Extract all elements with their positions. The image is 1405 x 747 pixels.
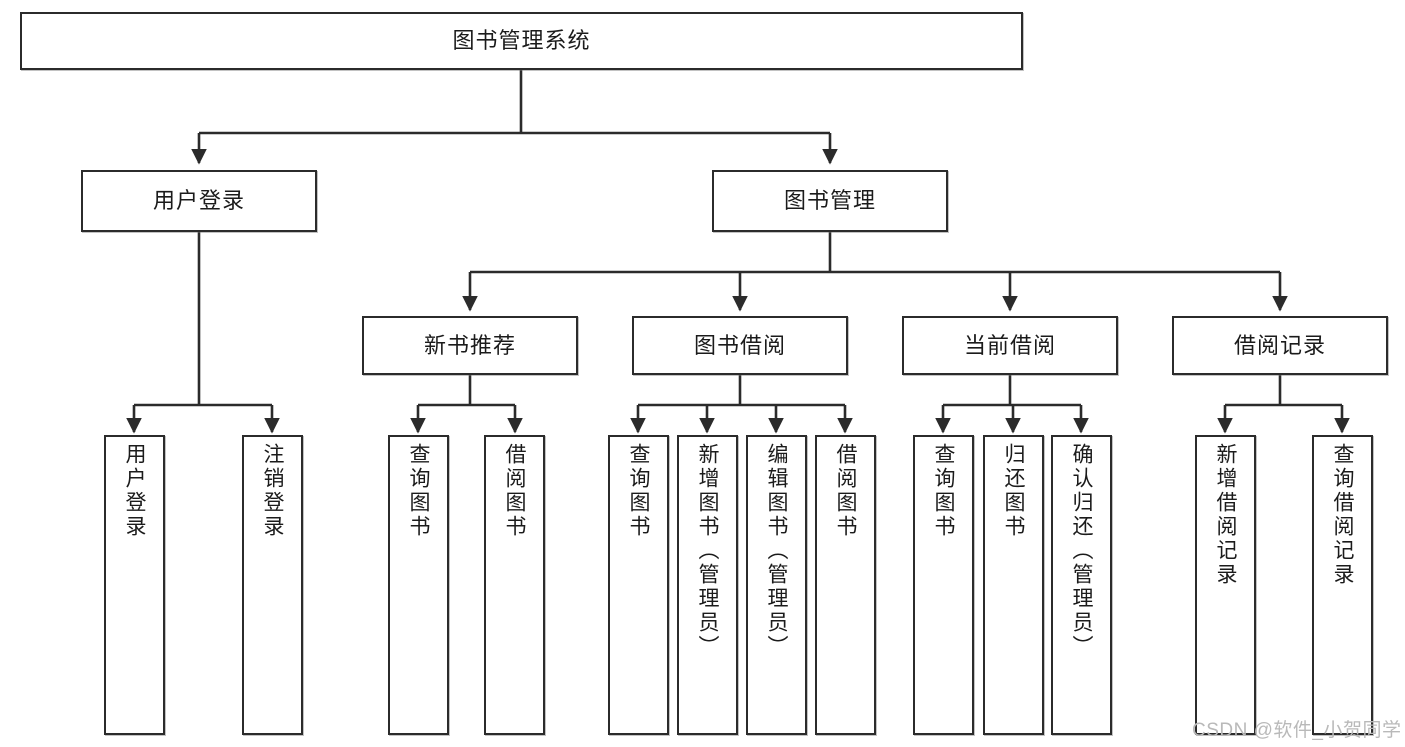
node-label: 查询图书 — [627, 443, 650, 539]
node-label: 当前借阅 — [963, 332, 1056, 358]
node-label: 查询借阅记录 — [1331, 443, 1354, 587]
node-label: 查询图书 — [932, 443, 955, 539]
leaf-book-borrow-edit-book-admin[interactable]: 编辑图书（管理员） — [746, 435, 807, 735]
node-label: 新增图书（管理员） — [696, 443, 719, 659]
leaf-user-login-login[interactable]: 用户登录 — [104, 435, 165, 735]
leaf-current-borrow-return-book[interactable]: 归还图书 — [983, 435, 1044, 735]
node-label: 图书管理 — [783, 188, 876, 214]
node-book-management[interactable]: 图书管理 — [712, 170, 948, 232]
csdn-watermark: CSDN @软件_小贺同学 — [1192, 720, 1402, 741]
leaf-current-borrow-confirm-return-admin[interactable]: 确认归还（管理员） — [1051, 435, 1112, 735]
node-book-borrow[interactable]: 图书借阅 — [632, 316, 848, 375]
node-label: 注销登录 — [261, 443, 284, 539]
node-label: 图书管理系统 — [452, 28, 591, 54]
leaf-new-book-borrow-book[interactable]: 借阅图书 — [484, 435, 545, 735]
node-label: 借阅图书 — [503, 443, 526, 539]
node-new-book-recommend[interactable]: 新书推荐 — [362, 316, 578, 375]
node-label: 查询图书 — [407, 443, 430, 539]
node-label: 确认归还（管理员） — [1070, 443, 1093, 659]
node-label: 归还图书 — [1002, 443, 1025, 539]
node-borrow-record[interactable]: 借阅记录 — [1172, 316, 1388, 375]
leaf-book-borrow-add-book-admin[interactable]: 新增图书（管理员） — [677, 435, 738, 735]
node-user-login[interactable]: 用户登录 — [81, 170, 317, 232]
node-label: 借阅记录 — [1233, 332, 1326, 358]
node-current-borrow[interactable]: 当前借阅 — [902, 316, 1118, 375]
leaf-borrow-record-query-record[interactable]: 查询借阅记录 — [1312, 435, 1373, 735]
node-label: 图书借阅 — [693, 332, 786, 358]
leaf-new-book-query-book[interactable]: 查询图书 — [388, 435, 449, 735]
node-label: 用户登录 — [123, 443, 146, 539]
leaf-user-login-logout[interactable]: 注销登录 — [242, 435, 303, 735]
leaf-book-borrow-borrow-book[interactable]: 借阅图书 — [815, 435, 876, 735]
node-label: 新增借阅记录 — [1214, 443, 1237, 587]
node-label: 新书推荐 — [423, 332, 516, 358]
leaf-current-borrow-query-book[interactable]: 查询图书 — [913, 435, 974, 735]
node-root-book-management-system[interactable]: 图书管理系统 — [20, 12, 1023, 70]
node-label: 用户登录 — [152, 188, 245, 214]
leaf-borrow-record-add-record[interactable]: 新增借阅记录 — [1195, 435, 1256, 735]
node-label: 编辑图书（管理员） — [765, 443, 788, 659]
leaf-book-borrow-query-book[interactable]: 查询图书 — [608, 435, 669, 735]
node-label: 借阅图书 — [834, 443, 857, 539]
